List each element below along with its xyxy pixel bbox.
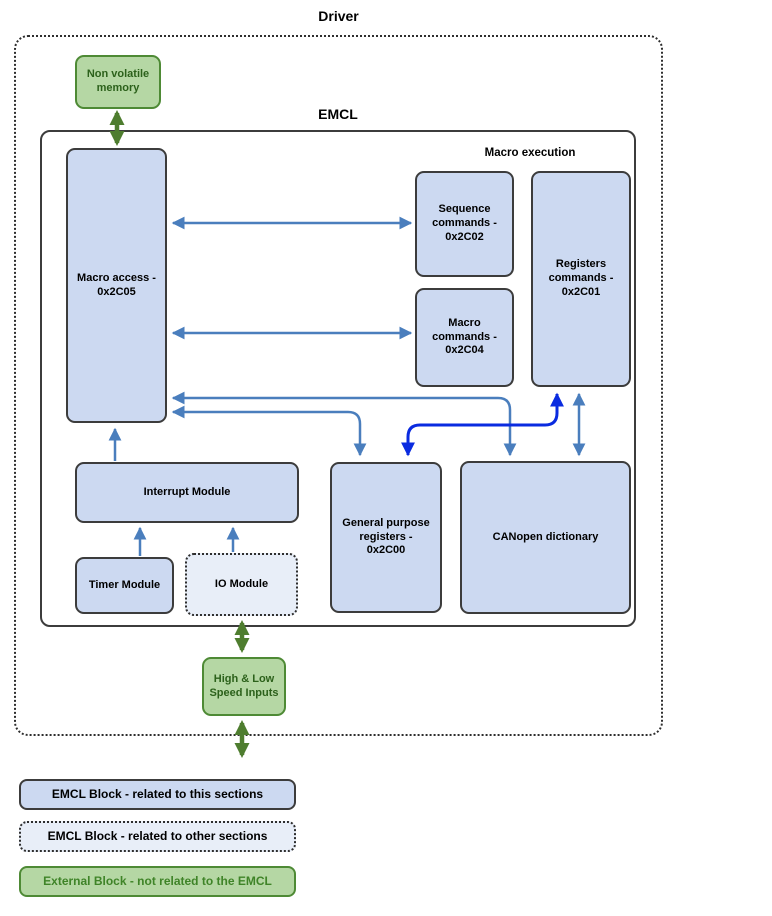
block-high-low-speed-inputs: High & Low Speed Inputs — [202, 657, 286, 716]
emcl-title: EMCL — [318, 106, 358, 122]
block-timer-module: Timer Module — [75, 557, 174, 614]
block-non-volatile-memory: Non volatile memory — [75, 55, 161, 109]
block-macro-access: Macro access - 0x2C05 — [66, 148, 167, 423]
driver-title: Driver — [318, 8, 359, 24]
block-interrupt-module: Interrupt Module — [75, 462, 299, 523]
block-general-purpose-registers: General purpose registers - 0x2C00 — [330, 462, 442, 613]
block-registers-commands: Registers commands - 0x2C01 — [531, 171, 631, 387]
legend-emcl-other-sections: EMCL Block - related to other sections — [19, 821, 296, 852]
block-canopen-dictionary: CANopen dictionary — [460, 461, 631, 614]
driver-frame — [14, 35, 663, 736]
block-sequence-commands: Sequence commands - 0x2C02 — [415, 171, 514, 277]
block-io-module: IO Module — [185, 553, 298, 616]
emcl-frame — [40, 130, 636, 627]
block-macro-commands: Macro commands - 0x2C04 — [415, 288, 514, 387]
macro-execution-label: Macro execution — [484, 147, 576, 159]
legend-emcl-this-section: EMCL Block - related to this sections — [19, 779, 296, 810]
legend-external-block: External Block - not related to the EMCL — [19, 866, 296, 897]
